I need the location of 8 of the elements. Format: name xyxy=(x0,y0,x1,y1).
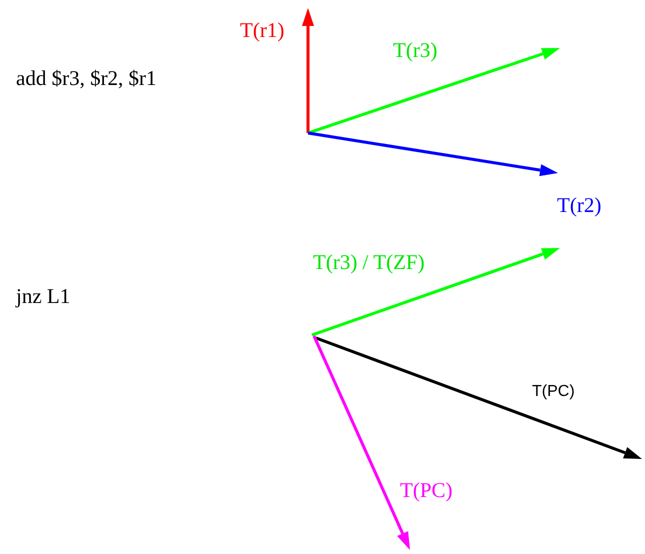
vector-label: T(PC) xyxy=(532,384,575,400)
vector-label: T(r3) xyxy=(393,40,438,61)
vector-label: T(PC) xyxy=(400,480,452,501)
instruction-text: add $r3, $r2, $r1 xyxy=(16,68,157,89)
instruction-text: jnz L1 xyxy=(16,286,70,307)
vector-label: T(r3) / T(ZF) xyxy=(313,252,425,273)
vector-label: T(r2) xyxy=(557,195,602,216)
vector-label: T(r1) xyxy=(240,20,284,41)
